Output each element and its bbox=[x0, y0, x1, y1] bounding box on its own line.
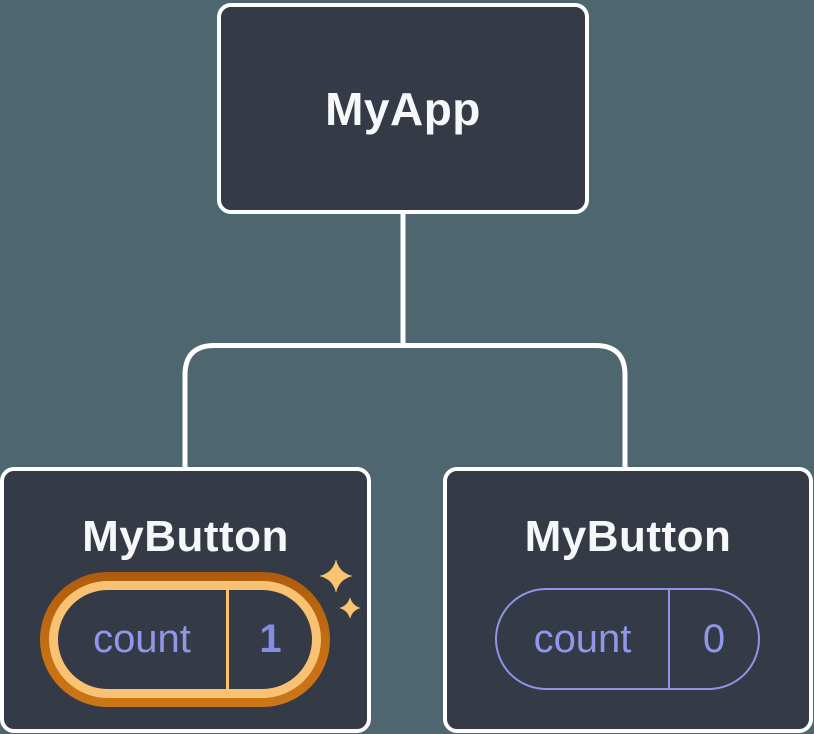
state-pill-idle: count 0 bbox=[495, 588, 760, 690]
sparkle-small-icon bbox=[339, 597, 361, 619]
node-mybutton-active: MyButton count 1 bbox=[0, 467, 371, 733]
node-myapp-label: MyApp bbox=[325, 82, 481, 135]
state-pill-highlighted: count 1 bbox=[40, 572, 330, 707]
state-name-label: count bbox=[93, 617, 191, 661]
node-mybutton-idle: MyButton count 0 bbox=[443, 467, 813, 733]
state-pill-divider bbox=[226, 590, 229, 689]
state-pill-divider bbox=[668, 590, 670, 688]
state-pill-highlight-ring: count 1 bbox=[49, 581, 321, 698]
state-name-label: count bbox=[533, 616, 632, 661]
state-value: 1 bbox=[259, 617, 282, 661]
state-value: 0 bbox=[702, 616, 726, 661]
connector-branch bbox=[182, 343, 628, 471]
node-myapp: MyApp bbox=[217, 3, 589, 214]
node-mybutton-active-label: MyButton bbox=[82, 512, 289, 561]
state-pill-body: count 1 bbox=[58, 590, 312, 689]
sparkles-icon bbox=[319, 559, 361, 619]
sparkle-large-icon bbox=[319, 559, 353, 593]
node-mybutton-idle-label: MyButton bbox=[524, 512, 732, 561]
